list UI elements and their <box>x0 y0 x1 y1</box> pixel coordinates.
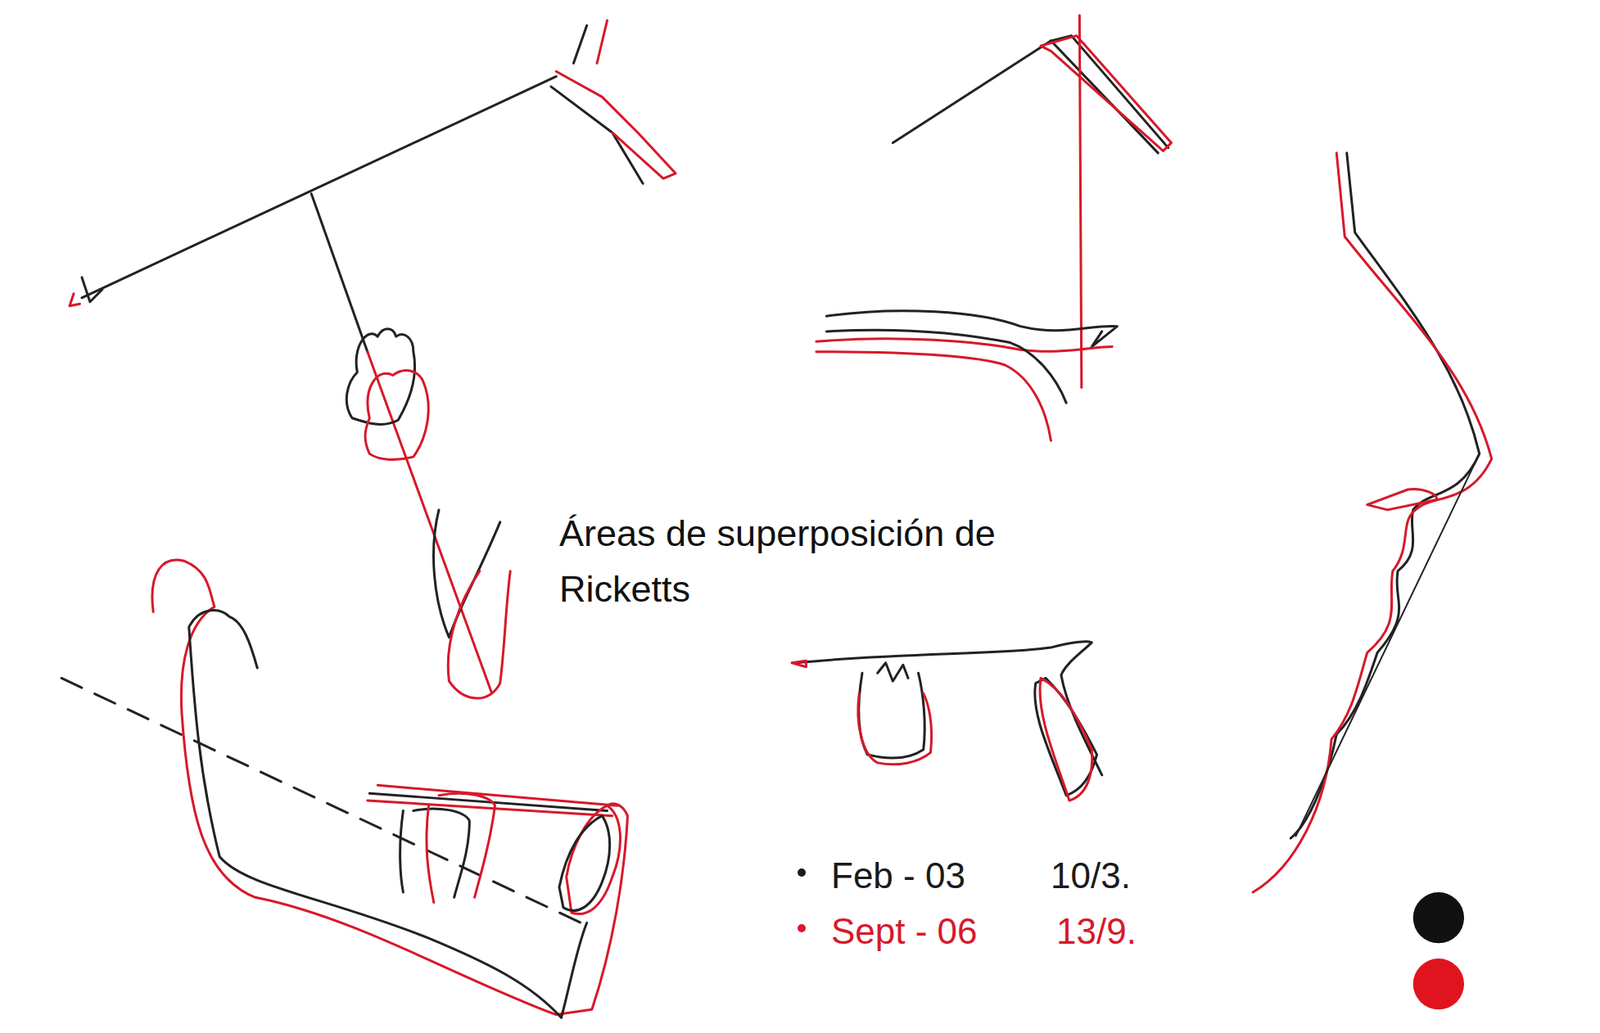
legend-swatch <box>797 868 806 877</box>
date-note: 13/9. <box>1056 910 1237 954</box>
legend-text: Feb - 03 <box>831 854 966 899</box>
date-note: 10/3. <box>1050 854 1231 899</box>
legend-swatch <box>797 924 806 933</box>
figure-title: Áreas de superposición de Ricketts <box>559 506 1035 617</box>
legend-text: Sept - 06 <box>831 910 978 954</box>
